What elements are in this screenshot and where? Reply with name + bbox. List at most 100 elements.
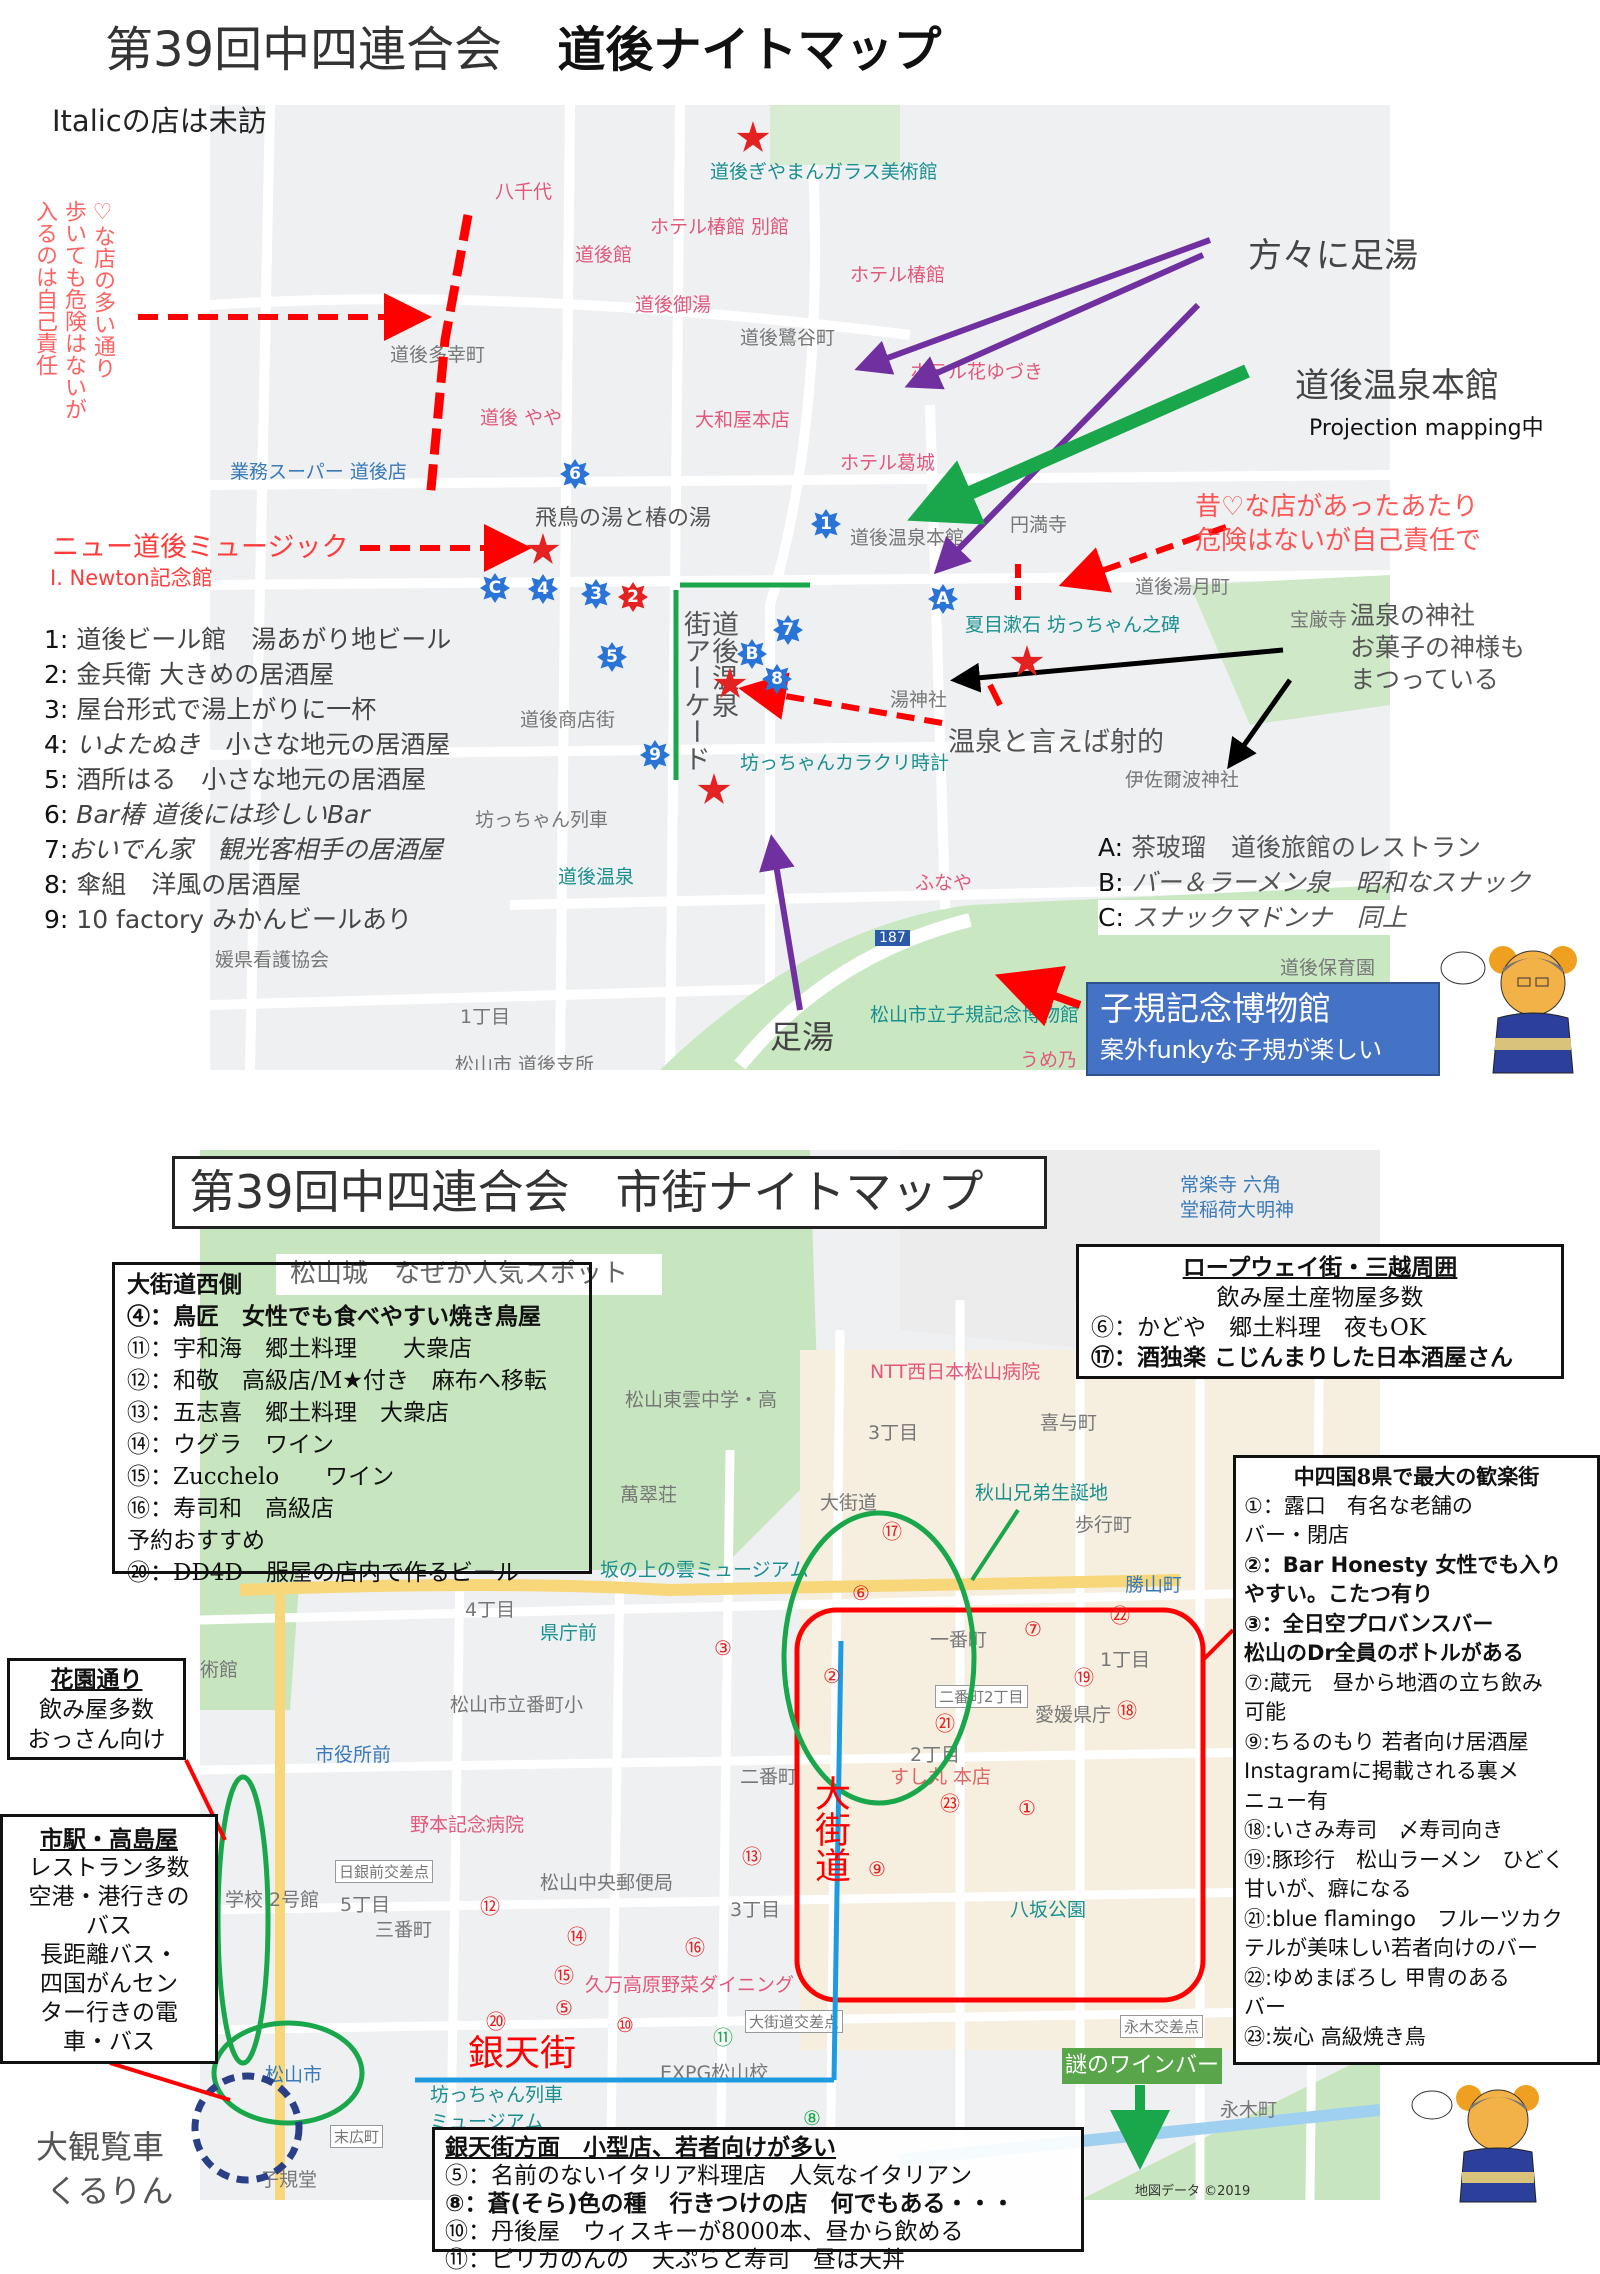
honkan-label: 道後温泉本館 [1295,366,1499,406]
shop-item: 7:おいでん家 観光客相手の居酒屋 [44,835,443,864]
ropeway-box: ロープウェイ街・三越周囲 飲み屋土産物屋多数 ⑥：かどや 郷土料理 夜もOK ⑰… [1076,1244,1564,1379]
note-line: 歩いても危険はないが [61,200,86,420]
shop-marker-23[interactable]: ㉓ [940,1791,960,1816]
shop-marker-c[interactable]: C [480,573,510,603]
shop-marker-8[interactable]: 8 [762,664,792,694]
box-line: バス [86,1913,132,1939]
box-line: 可能 [1244,1700,1286,1724]
map-label: 八千代 [495,181,553,203]
shop-marker-3[interactable]: 3 [581,579,611,609]
box-line: ⑤：名前のないイタリア料理店 人気なイタリアン [445,2163,973,2189]
map-label: 3丁目 [730,1899,781,1921]
map-label: 萬翠荘 [620,1484,678,1506]
shop-marker-3[interactable]: ③ [714,1636,732,1660]
wine-bar-label: 謎のワインバー [1062,2048,1222,2084]
map-label: 八坂公園 [1010,1899,1087,1921]
note-line: 道後温泉 [707,610,738,718]
projection-label: Projection mapping中 [1309,416,1544,441]
shop-marker-17[interactable]: ⑰ [882,1519,902,1544]
box-line: ⑩：丹後屋 ウィスキーが8000本、昼から飲める [445,2219,964,2245]
map-label: 松山市 道後支所 [455,1054,595,1070]
shop-marker-2[interactable]: 2 [618,582,648,612]
shop-marker-22[interactable]: ㉒ [1110,1603,1130,1628]
map-label: 道後 やや [480,407,563,429]
shop-marker-16[interactable]: ⑯ [685,1935,705,1960]
note-line: 街アーケード [679,610,710,772]
shop-item: 3: 屋台形式で湯上がりに一杯 [44,695,377,724]
shop-marker-20[interactable]: ⑳ [486,2009,506,2034]
box-line: ⑥：かどや 郷土料理 夜もOK [1091,1315,1427,1341]
shop-marker-14[interactable]: ⑭ [567,1924,587,1949]
shop-marker-13[interactable]: ⑬ [742,1844,762,1869]
shop-marker-1[interactable]: 1 [811,509,841,539]
main-district-outline [794,1607,1206,2003]
box-heading: 銀天街方面 小型店、若者向けが多い [445,2134,836,2161]
shop-marker-6[interactable]: 6 [560,459,590,489]
old-area-note: 昔♡な店があったあたり 危険はないが自己責任で [1195,490,1481,558]
map-label: すし丸 本店 [890,1766,992,1788]
top-title: 第39回中四連合会 道後ナイトマップ [105,10,941,80]
shop-marker-1[interactable]: ① [1018,1796,1036,1820]
box-heading: 大街道西側 [127,1271,242,1298]
mascot-illustration [1411,2085,1539,2203]
shop-marker-19[interactable]: ⑲ [1074,1665,1094,1690]
shrine-note: 温泉の神社 お菓子の神様も まつっている [1350,600,1525,696]
shop-marker-7[interactable]: ⑦ [1024,1617,1042,1641]
legend-item: B: バー＆ラーメン泉 昭和なスナック [1098,868,1531,897]
shop-item: 2: 金兵衛 大きめの居酒屋 [44,660,335,689]
shop-marker-7[interactable]: 7 [773,615,803,645]
map-label: 道後保育園 [1280,957,1376,979]
shop-marker-12[interactable]: ⑫ [480,1894,500,1919]
map-label: 松山市 [265,2064,323,2086]
ashiyu-many-label: 方々に足湯 [1248,236,1418,276]
map-label: 学校 2号館 [225,1889,320,1911]
box-line: やすい。こたつ有り [1244,1582,1433,1606]
note-line: くるりん [46,2172,174,2210]
map-label: 道後館 [575,244,633,266]
shop-marker-b[interactable]: B [737,639,767,669]
shop-marker-6[interactable]: ⑥ [852,1581,870,1605]
box-line: ㉑:blue flamingo フルーツカク [1244,1906,1563,1931]
shop-marker-9[interactable]: 9 [640,740,670,770]
shop-marker-4[interactable]: 4 [528,574,558,604]
box-line: ⑪：宇和海 郷土料理 大衆店 [127,1336,472,1362]
map-label: 伊佐爾波神社 [1125,769,1240,791]
shop-marker-2[interactable]: ② [823,1664,841,1688]
shop-marker-10[interactable]: ⑩ [616,2013,634,2037]
shop-item: 5: 酒所はる 小さな地元の居酒屋 [44,765,427,794]
shop-marker-5[interactable]: 5 [597,642,627,672]
shop-item: 1: 道後ビール館 湯あがり地ビール [44,625,452,654]
map-label: 喜与町 [1040,1412,1098,1434]
box-line: ター行きの電 [40,2000,178,2026]
note-line: 危険はないが自己責任で [1195,526,1482,556]
map-label: 市役所前 [315,1744,392,1766]
map-label: 松山中央郵便局 [540,1872,674,1894]
shop-item: 4: いよたぬき 小さな地元の居酒屋 [44,730,451,759]
bottom-overlay-shapes [109,1508,1235,2184]
shop-marker-18[interactable]: ⑱ [1117,1698,1137,1723]
shop-marker-5[interactable]: ⑤ [555,1996,573,2020]
note-line: 入るのは自己責任 [32,200,57,376]
box-line: ⑱:いさみ寿司 〆寿司向き [1244,1818,1504,1842]
map-label: 松山東雲中学・高 [625,1389,778,1411]
box-line: バー [1244,1995,1286,2019]
shiki-sub: 案外funkyな子規が楽しい [1100,1036,1383,1064]
shop-marker-a[interactable]: A [928,584,958,614]
box-line: ⑪：ピリカのんの 天ぷらと寿司 昼は天丼 [445,2247,905,2273]
box-line: ㉓:炭心 高級焼き鳥 [1244,2024,1426,2049]
arcade-label: 道後温泉 街アーケード [679,610,738,830]
shop-marker-9[interactable]: ⑨ [868,1857,886,1881]
shop-marker-8[interactable]: ⑧ [803,2106,821,2130]
dogo-shop-list: 1: 道後ビール館 湯あがり地ビール 2: 金兵衛 大きめの居酒屋 3: 屋台形… [44,622,451,937]
shop-marker-11[interactable]: ⑪ [713,2025,733,2050]
shop-marker-15[interactable]: ⑮ [554,1963,574,1988]
box-line: ⑫：和敬 高級店/M★付き 麻布へ移転 [127,1368,547,1394]
box-line: ①：露口 有名な老舗の [1244,1493,1473,1518]
map-label: 道後商店街 [520,709,616,731]
box-heading: 中四国8県で最大の歓楽街 [1293,1464,1540,1489]
box-line: ニュー有 [1244,1788,1328,1813]
shieki-outline [211,2020,365,2126]
shop-marker-21[interactable]: ㉑ [935,1711,955,1736]
box-line: 空港・港行きの [28,1884,190,1910]
map-label: 大和屋本店 [695,409,791,431]
